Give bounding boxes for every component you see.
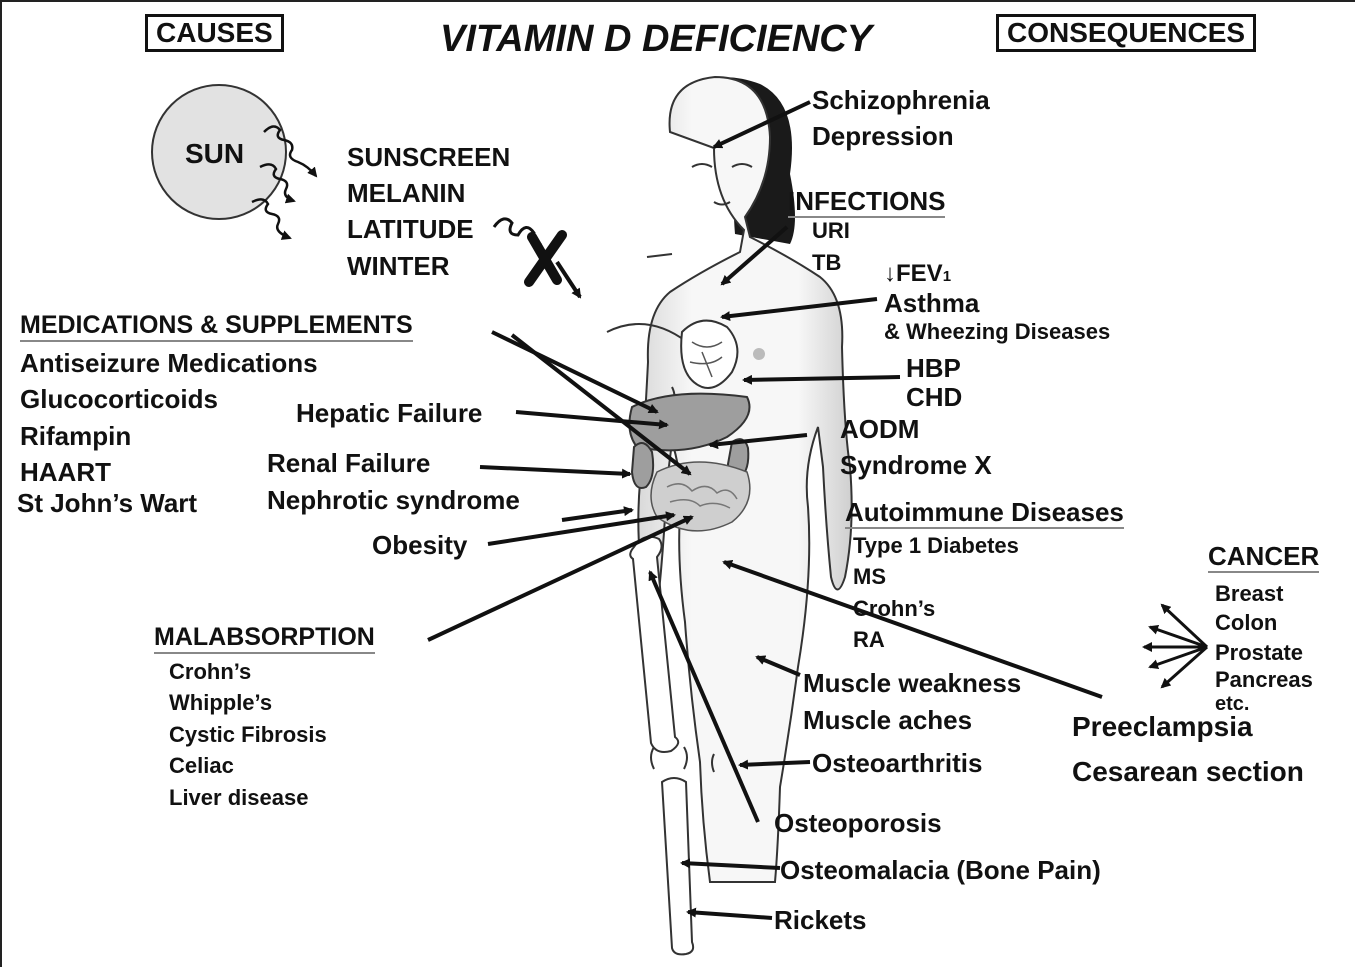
cause-renal: Renal Failure bbox=[267, 450, 430, 476]
medications-heading: MEDICATIONS & SUPPLEMENTS bbox=[20, 313, 413, 342]
factor-latitude: LATITUDE bbox=[347, 216, 474, 242]
autoimmune-item: Crohn’s bbox=[853, 598, 935, 620]
autoimmune-heading: Autoimmune Diseases bbox=[845, 499, 1124, 529]
malabsorption-item: Crohn’s bbox=[169, 661, 251, 683]
consequence-osteoarthritis: Osteoarthritis bbox=[812, 750, 983, 776]
consequence-asthma: Asthma bbox=[884, 290, 979, 316]
infection-item: TB bbox=[812, 252, 841, 274]
med-item: Antiseizure Medications bbox=[20, 350, 318, 376]
infections-heading: INFECTIONS bbox=[788, 188, 945, 218]
factor-melanin: MELANIN bbox=[347, 180, 465, 206]
page-title: VITAMIN D DEFICIENCY bbox=[440, 20, 872, 58]
consequence-aodm: AODM bbox=[840, 416, 919, 442]
consequence-syndrome-x: Syndrome X bbox=[840, 452, 992, 478]
consequence-muscle-aches: Muscle aches bbox=[803, 707, 972, 733]
consequence-schizophrenia: Schizophrenia bbox=[812, 87, 990, 113]
factor-sunscreen: SUNSCREEN bbox=[347, 144, 510, 170]
infection-item: URI bbox=[812, 220, 850, 242]
autoimmune-item: Type 1 Diabetes bbox=[853, 535, 1019, 557]
cause-nephrotic: Nephrotic syndrome bbox=[267, 487, 520, 513]
consequence-osteoporosis: Osteoporosis bbox=[774, 810, 942, 836]
consequence-muscle-weakness: Muscle weakness bbox=[803, 670, 1021, 696]
med-item: Glucocorticoids bbox=[20, 386, 218, 412]
block-x-mark bbox=[529, 235, 562, 282]
consequence-wheezing: & Wheezing Diseases bbox=[884, 321, 1110, 343]
consequences-header: CONSEQUENCES bbox=[996, 14, 1256, 52]
consequence-hbp: HBP bbox=[906, 355, 961, 381]
malabsorption-item: Cystic Fibrosis bbox=[169, 724, 327, 746]
consequence-chd: CHD bbox=[906, 384, 962, 410]
autoimmune-item: MS bbox=[853, 566, 886, 588]
malabsorption-item: Celiac bbox=[169, 755, 234, 777]
consequence-depression: Depression bbox=[812, 123, 954, 149]
consequence-rickets: Rickets bbox=[774, 907, 867, 933]
causes-header: CAUSES bbox=[145, 14, 284, 52]
consequence-cesarean: Cesarean section bbox=[1072, 758, 1304, 786]
cancer-item: Prostate bbox=[1215, 642, 1303, 664]
malabsorption-item: Liver disease bbox=[169, 787, 308, 809]
cancer-arrows bbox=[1144, 605, 1207, 687]
cancer-item: Pancreas bbox=[1215, 669, 1313, 691]
cancer-item: Breast bbox=[1215, 583, 1283, 605]
cancer-item: Colon bbox=[1215, 612, 1277, 634]
cause-obesity: Obesity bbox=[372, 532, 467, 558]
down-arrow-icon: ↓ bbox=[884, 260, 896, 287]
fev1-label: ↓FEV1 bbox=[884, 262, 951, 286]
consequence-osteomalacia: Osteomalacia (Bone Pain) bbox=[780, 857, 1101, 883]
autoimmune-item: RA bbox=[853, 629, 885, 651]
cancer-heading: CANCER bbox=[1208, 543, 1319, 573]
factor-winter: WINTER bbox=[347, 253, 450, 279]
cause-hepatic: Hepatic Failure bbox=[296, 400, 482, 426]
sun-label: SUN bbox=[185, 140, 244, 168]
med-item: St John’s Wart bbox=[17, 490, 197, 516]
med-item: Rifampin bbox=[20, 423, 131, 449]
med-item: HAART bbox=[20, 459, 111, 485]
malabsorption-heading: MALABSORPTION bbox=[154, 625, 375, 654]
consequence-preeclampsia: Preeclampsia bbox=[1072, 713, 1253, 741]
malabsorption-item: Whipple’s bbox=[169, 692, 272, 714]
kidney-left-icon bbox=[632, 443, 653, 488]
